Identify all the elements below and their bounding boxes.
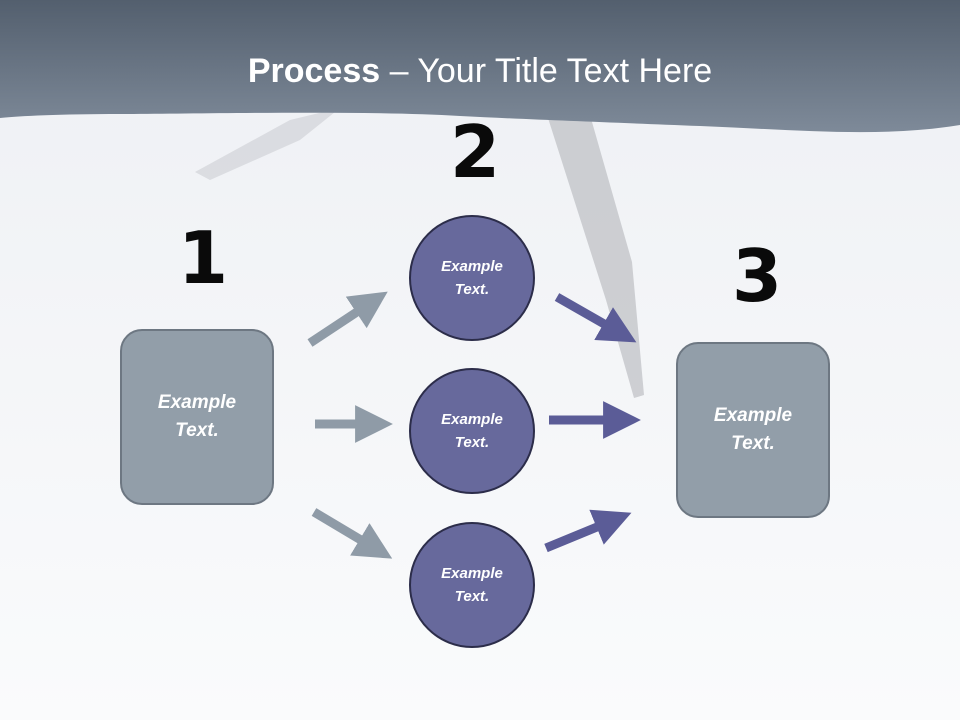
step2-circle-bottom-text: Example Text. — [441, 564, 503, 605]
header-band — [0, 0, 960, 133]
step1-box: Example Text. — [120, 329, 274, 505]
step3-box-text: Example Text. — [713, 404, 793, 455]
step-number-3: 3 — [732, 234, 783, 318]
step2-circle-top-text: Example Text. — [441, 257, 503, 298]
step2-circle-top: Example Text. — [409, 215, 535, 341]
slide-title: Process – Your Title Text Here — [0, 52, 960, 91]
step3-box: Example Text. — [676, 342, 830, 518]
title-bold: Process — [247, 52, 381, 90]
step1-box-text: Example Text. — [157, 391, 237, 442]
step2-circle-bottom: Example Text. — [409, 522, 535, 648]
step-number-2: 2 — [450, 110, 501, 194]
step-number-1: 1 — [178, 216, 229, 300]
title-rest: – Your Title Text Here — [380, 52, 713, 90]
step2-circle-middle: Example Text. — [409, 368, 535, 494]
step2-circle-middle-text: Example Text. — [441, 410, 503, 451]
